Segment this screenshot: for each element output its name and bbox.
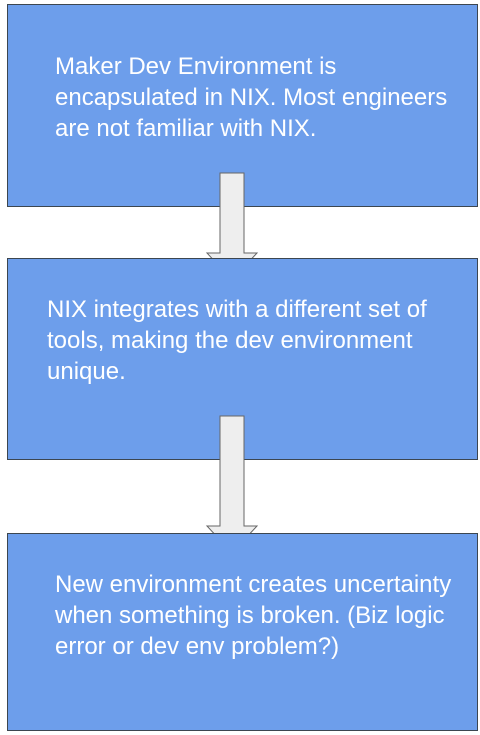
step-text-3: New environment creates uncertainty when…	[55, 571, 452, 660]
step-box-3: New environment creates uncertainty when…	[7, 533, 478, 731]
step-text-2: NIX integrates with a different set of t…	[47, 296, 427, 385]
step-text-1: Maker Dev Environment is encapsulated in…	[55, 53, 448, 142]
step-box-2: NIX integrates with a different set of t…	[7, 258, 478, 460]
